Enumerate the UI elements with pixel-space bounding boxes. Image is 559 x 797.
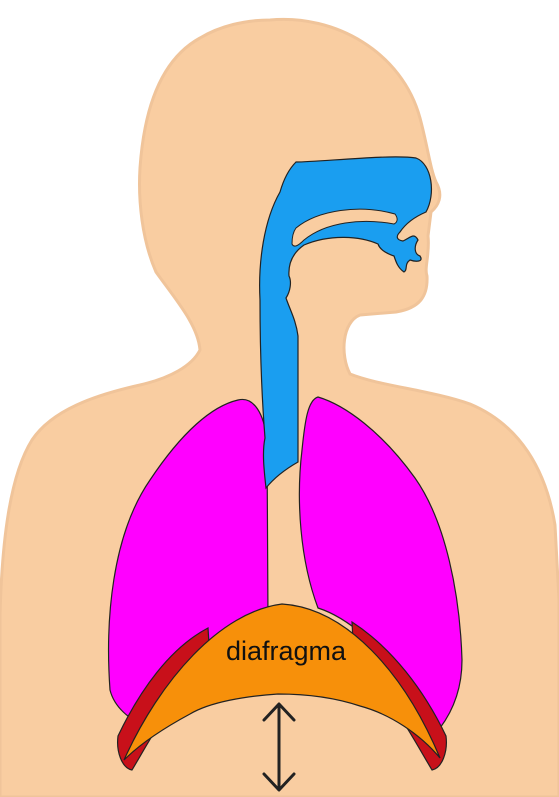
- diaphragm-label: diafragma: [226, 636, 347, 666]
